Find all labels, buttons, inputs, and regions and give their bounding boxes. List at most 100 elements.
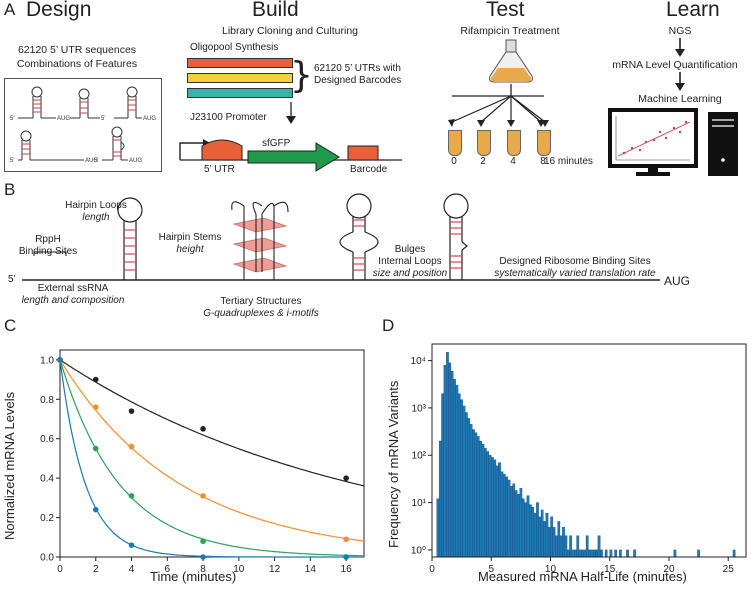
glyph-aug-4: AUG xyxy=(129,158,142,164)
histogram-bar xyxy=(576,535,580,558)
x-tick-label: 14 xyxy=(305,564,317,575)
design-hairpin-1 xyxy=(18,86,56,119)
panel-letter-b: B xyxy=(4,180,16,199)
learn-step-2: mRNA Level Quantification xyxy=(612,59,738,71)
oligo-label: Oligopool Synthesis xyxy=(190,42,279,53)
utrs-line2: Designed Barcodes xyxy=(314,75,402,86)
learn-title: Learn xyxy=(666,0,720,21)
glyph-5p-3: 5' xyxy=(10,158,14,164)
design-hairpin-5 xyxy=(102,126,128,161)
histogram-bar xyxy=(619,549,622,558)
utr-label: 5’ UTR xyxy=(204,164,235,175)
glyph-5p-1: 5' xyxy=(10,116,14,122)
data-point-3 xyxy=(57,357,63,363)
x-tick-label: 0 xyxy=(57,564,63,575)
histogram-bar xyxy=(552,527,556,558)
monitor-icon xyxy=(608,108,698,176)
histogram-bar xyxy=(697,549,700,558)
glyph-aug-1: AUG xyxy=(57,116,70,122)
x-tick-label: 16 xyxy=(341,564,353,575)
histogram-bar xyxy=(609,549,613,558)
histogram-bar xyxy=(597,535,601,558)
panel-letter-d: D xyxy=(382,316,395,335)
learn-step-1: NGS xyxy=(668,25,692,37)
histogram-bar xyxy=(578,549,582,558)
histogram-bar xyxy=(505,476,508,558)
y-tick-label: 10⁰ xyxy=(411,545,426,556)
histogram-bar xyxy=(600,549,603,558)
histogram-bar xyxy=(581,549,584,558)
chart-c-xlabel: Time (minutes) xyxy=(150,569,237,584)
timepoint-0: 0 xyxy=(451,156,457,167)
internal-loop-feature xyxy=(443,193,469,280)
histogram-bar xyxy=(732,549,736,558)
y-tick-label: 0.0 xyxy=(40,553,54,564)
data-point-2 xyxy=(128,493,135,499)
glyph-5p-4: 5' xyxy=(94,158,98,164)
histogram-bar xyxy=(495,465,499,558)
barcode-label: Barcode xyxy=(350,164,388,175)
histogram-bar xyxy=(574,549,577,558)
x-tick-label: 4 xyxy=(129,564,135,575)
data-point-1 xyxy=(343,536,349,543)
x-tick-label: 0 xyxy=(429,564,435,575)
x-tick-label: 6 xyxy=(165,564,171,575)
histogram-bar xyxy=(455,385,459,558)
histogram-bar xyxy=(562,527,565,558)
histogram-bar xyxy=(483,448,487,558)
histogram-bar xyxy=(550,516,554,558)
histogram-bar xyxy=(443,365,447,558)
y-tick-label: 10⁴ xyxy=(411,356,426,367)
y-tick-label: 0.8 xyxy=(40,395,54,406)
fit-curve-1 xyxy=(59,359,365,542)
data-point-0 xyxy=(128,408,135,414)
chart-c-frame xyxy=(59,349,365,558)
data-point-3 xyxy=(128,542,135,548)
x-tick-label: 5 xyxy=(488,564,494,575)
histogram-bar xyxy=(590,549,594,558)
design-line2: Combinations of Features xyxy=(16,58,138,70)
data-point-2 xyxy=(200,538,206,545)
y-tick-label: 10¹ xyxy=(412,498,427,509)
histogram-bar xyxy=(543,521,546,558)
glyph-aug-2: AUG xyxy=(143,116,156,122)
y-tick-label: 0.2 xyxy=(40,513,54,524)
data-point-0 xyxy=(200,426,206,432)
test-diagram xyxy=(448,39,549,127)
histogram-bar xyxy=(467,418,471,558)
chart-d-xlabel: Measured mRNA Half-Life (minutes) xyxy=(478,569,687,584)
histogram-bar xyxy=(547,527,551,558)
histogram-bar xyxy=(531,507,535,558)
data-point-1 xyxy=(92,404,99,410)
histogram-bar xyxy=(559,535,563,558)
build-title: Build xyxy=(252,0,299,21)
design-hairpin-3 xyxy=(114,86,142,119)
tube-icon xyxy=(448,130,462,156)
histogram-bar xyxy=(521,498,525,558)
x-tick-label: 2 xyxy=(93,564,99,575)
timepoint-2: 2 xyxy=(480,156,486,167)
test-title: Test xyxy=(486,0,525,21)
panel-letter-c: C xyxy=(4,316,17,335)
x-tick-label: 10 xyxy=(233,564,245,575)
oligo-bar-1 xyxy=(187,58,293,68)
design-hairpin-4 xyxy=(18,130,84,161)
histogram-bar xyxy=(507,479,511,558)
histogram-bar xyxy=(438,440,442,558)
histogram-bar xyxy=(592,549,596,558)
x-tick-label: 8 xyxy=(200,564,206,575)
histogram-bar xyxy=(545,512,549,558)
histogram-bar xyxy=(486,451,490,558)
chart-c-ylabel: Normalized mRNA Levels xyxy=(2,391,17,540)
timepoint-16: 16 minutes xyxy=(544,156,593,167)
histogram-bar xyxy=(469,424,473,558)
histogram-bar xyxy=(436,498,440,558)
glyph-5p-2: 5' xyxy=(101,116,105,122)
histogram-bar xyxy=(564,535,568,558)
histogram-bar xyxy=(450,370,454,558)
histogram-bar xyxy=(585,535,589,558)
histogram-bar xyxy=(498,462,501,558)
